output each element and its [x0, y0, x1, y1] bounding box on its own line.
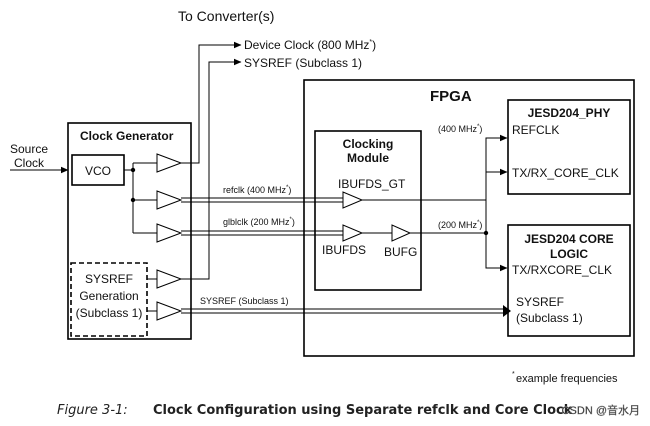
- sysref-arrowhead: [503, 305, 511, 317]
- clocking-module-title-1: Clocking: [343, 137, 394, 151]
- core-sysref-label-1: SYSREF: [516, 295, 564, 309]
- refclk-to-phy-trace: [485, 134, 508, 200]
- coreclk-frequency-note: (200 MHz*): [438, 220, 482, 230]
- phy-txrx-core-clk-label: TX/RX_CORE_CLK: [512, 166, 619, 180]
- junction-dot: [483, 230, 489, 236]
- device-clock-trace: [181, 41, 242, 164]
- fpga-title: FPGA: [430, 88, 472, 105]
- device-clock-label: Device Clock (800 MHz*): [244, 38, 376, 52]
- refclk-port-label: REFCLK: [512, 123, 559, 137]
- to-converters-label: To Converter(s): [178, 8, 274, 24]
- bufg-label: BUFG: [384, 245, 417, 259]
- sysref-generation-line1: SYSREF: [85, 272, 133, 286]
- device-clock-buffer: [156, 153, 183, 173]
- sysref-signal-label: SYSREF (Subclass 1): [200, 296, 289, 306]
- coreclk-to-core-trace: [485, 233, 508, 272]
- ibufds-label: IBUFDS: [322, 243, 366, 257]
- figure-number: Figure 3-1:: [57, 403, 128, 418]
- footnote-asterisk: *: [512, 371, 515, 378]
- core-sysref-label-2: (Subclass 1): [516, 311, 583, 325]
- source-clock-label-line2: Clock: [14, 156, 45, 170]
- sysref-converter-trace: [181, 58, 242, 280]
- sysref-output-label: SYSREF (Subclass 1): [244, 56, 362, 70]
- clocking-module-title-2: Module: [347, 151, 389, 165]
- refclk-frequency-note: (400 MHz*): [438, 124, 482, 134]
- vco-label: VCO: [85, 164, 111, 178]
- jesd204-phy-box: [507, 99, 631, 195]
- glblclk-buffer: [156, 223, 183, 243]
- ibufds-buffer: [342, 224, 364, 242]
- coreclk-to-phy-trace: [485, 168, 508, 233]
- fpga-box: [303, 79, 635, 357]
- jesd204-core-title-2: LOGIC: [550, 247, 588, 261]
- footnote-text: example frequencies: [516, 373, 618, 385]
- refclk-signal-label: refclk (400 MHz*): [223, 185, 291, 195]
- ibufds-gt-label: IBUFDS_GT: [338, 177, 406, 191]
- glblclk-signal-label: glblclk (200 MHz*): [223, 217, 295, 227]
- jesd204-core-box: [507, 224, 631, 337]
- figure-caption: Clock Configuration using Separate refcl…: [153, 403, 573, 418]
- sysref-generation-box: [70, 262, 148, 337]
- sysref-generation-line3: (Subclass 1): [76, 306, 143, 320]
- junction-dot: [130, 167, 136, 173]
- refclk-buffer: [156, 190, 183, 210]
- sysref-fpga-buffer: [156, 301, 183, 321]
- jesd204-phy-title: JESD204_PHY: [528, 106, 611, 120]
- core-txrx-core-clk-label: TX/RXCORE_CLK: [512, 263, 612, 277]
- sysref-converter-buffer: [156, 269, 183, 289]
- ibufds-gt-buffer: [342, 191, 364, 209]
- source-clock-label-line1: Source: [10, 142, 48, 156]
- bufg-buffer: [391, 224, 412, 242]
- clock-generator-title: Clock Generator: [80, 129, 174, 143]
- jesd204-core-title-1: JESD204 CORE: [524, 232, 613, 246]
- watermark: CSDN @音水月: [562, 403, 640, 417]
- clocking-module-box: [314, 130, 422, 291]
- sysref-generation-line2: Generation: [79, 289, 138, 303]
